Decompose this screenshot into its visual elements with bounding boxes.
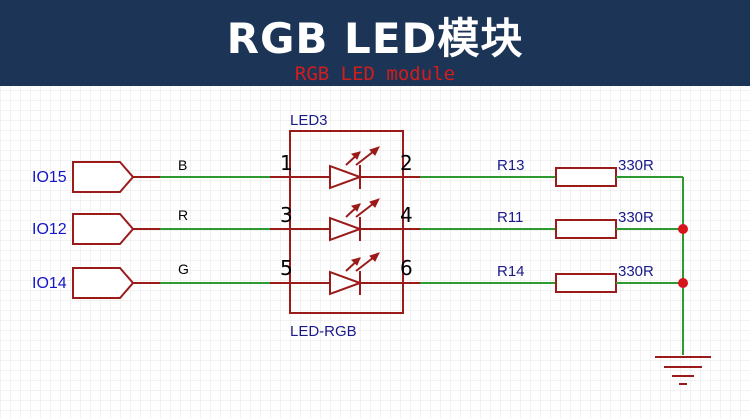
port-label: IO12 [32, 221, 67, 238]
pin-number: 5 [280, 256, 293, 280]
grid-background [0, 86, 750, 418]
pin-number: 4 [400, 203, 413, 227]
resistor-icon [555, 273, 617, 293]
port-arrow-icon [72, 267, 135, 299]
pin-number: 2 [400, 151, 413, 175]
led-designator: LED3 [290, 112, 328, 129]
channel-row-g: IO14 G 5 6 R14 330R [32, 252, 683, 299]
resistor-designator: R13 [497, 157, 525, 174]
led-diode-icon [329, 198, 380, 242]
channel-row-b: IO15 B 1 2 R13 330R [32, 146, 683, 193]
port-label: IO14 [32, 275, 67, 292]
ground-icon [655, 356, 711, 385]
led-diode-icon [329, 146, 380, 190]
resistor-designator: R14 [497, 263, 525, 280]
led-part-name: LED-RGB [290, 323, 357, 340]
pin-number: 6 [400, 256, 413, 280]
page-title: RGB LED模块 [226, 14, 524, 63]
signal-label: G [178, 261, 189, 277]
pin-number: 3 [280, 203, 293, 227]
port-arrow-icon [72, 213, 135, 245]
resistor-value: 330R [618, 157, 654, 174]
port-label: IO15 [32, 169, 67, 186]
title-banner [0, 0, 750, 86]
signal-label: R [178, 207, 188, 223]
port-arrow-icon [72, 161, 135, 193]
signal-label: B [178, 157, 187, 173]
resistor-value: 330R [618, 263, 654, 280]
pin-number: 1 [280, 151, 293, 175]
led-package-outline [289, 130, 404, 314]
resistor-icon [555, 167, 617, 187]
resistor-icon [555, 219, 617, 239]
page-subtitle: RGB LED module [294, 63, 456, 85]
junction-dot [678, 224, 688, 234]
led-diode-icon [329, 252, 380, 296]
junction-dot [678, 278, 688, 288]
resistor-value: 330R [618, 209, 654, 226]
channel-row-r: IO12 R 3 4 R11 330R [32, 198, 683, 245]
resistor-designator: R11 [497, 209, 523, 226]
